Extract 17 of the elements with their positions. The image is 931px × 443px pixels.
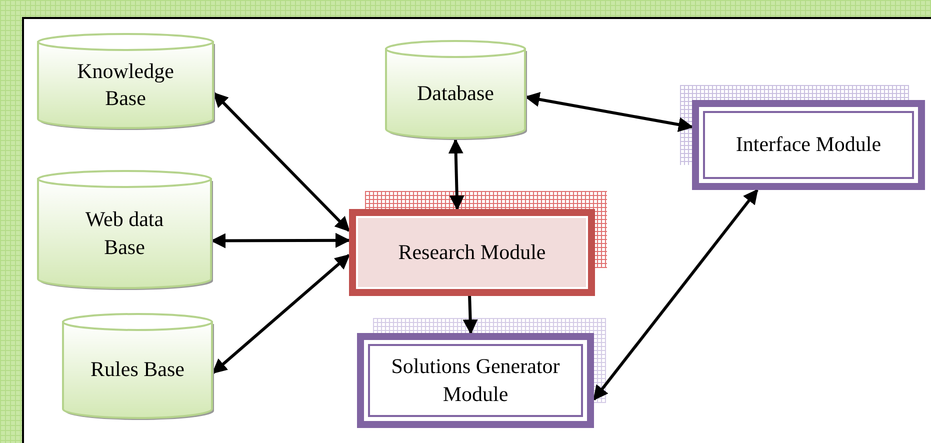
node-label: Web data Base	[84, 206, 165, 260]
node-label: Database	[417, 80, 494, 107]
module-box	[357, 333, 594, 428]
arrow	[524, 92, 694, 132]
module-box	[692, 100, 925, 190]
arrow	[448, 138, 464, 210]
arrow	[592, 188, 758, 401]
arrow	[212, 92, 350, 232]
node-label: Interface Module	[736, 131, 882, 158]
arrow	[210, 232, 350, 248]
module-box	[349, 209, 595, 296]
node-label: Knowledge Base	[76, 58, 175, 112]
node-label: Solutions Generator Module	[390, 353, 561, 408]
node-label: Rules Base	[90, 356, 184, 384]
arrow	[212, 254, 350, 374]
arrow	[462, 296, 478, 334]
node-label: Research Module	[398, 238, 546, 266]
